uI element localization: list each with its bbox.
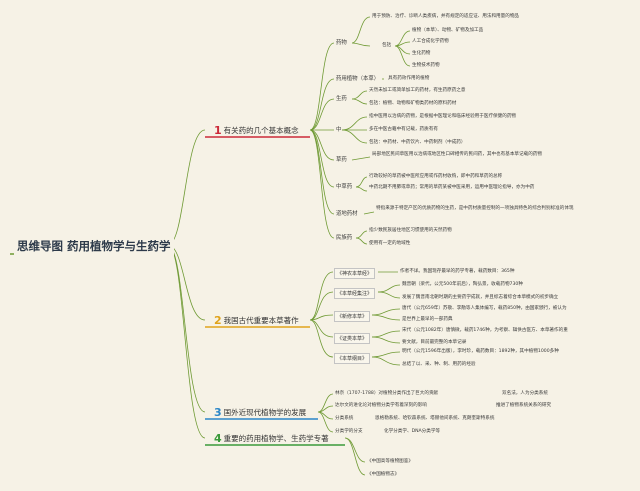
node-caoyao-desc: 局部地区民间草医用以治病或地区性口碑相传的民间药，其中也有基本草记载的药物 [372,152,542,157]
node-yaowu: 药物 [336,40,347,46]
mind-map-title: 思维导图 药用植物学与生药学 [14,236,174,256]
node-shennong: 《神农本草经》 [334,268,376,279]
node-gangmu-line: 总结了以、采、种、制、用药的经验 [402,362,476,367]
node-jizhu-line: 魏晋朝（梁代，公元500年前后），陶弘景，收载药物730种 [402,282,523,287]
node-daodi: 道地药材 [336,211,358,217]
node-zhenglei-line: 宋代（公元1082年）唐慎微，载药1746种，为考察、辑佚古医方、本草著作的重 [402,328,568,333]
node-fenlei-fenzhi: 分类学的分支 [335,429,363,434]
node-yaowu-item: 生物技术药物 [412,63,440,68]
node-jizhu: 《本草经集注》 [334,288,376,299]
node-yaowu-use: 用于预防、治疗、诊断人类疾病，并有规定的适应证、用法和用量的物品 [372,14,520,19]
node-zhong-item: 指中医用以治病的药物，是根据中医理论和临床经验用于医疗保健的药物 [369,114,517,119]
node-zhongcaoyao-item: 中药北期不用肺或草药；常用的草药某被中医采用，运用中医理论指导，亦为中药 [369,185,535,190]
node-minzu-item: 使用有一定的地域性 [369,241,411,246]
node-gangmu: 《本草纲目》 [334,353,371,364]
node-jizhu-line: 发展了魏晋南北朝时期的主要药学成就，并且标志着综合本草模式的初步确立 [402,295,559,300]
node-zhongcaoyao: 中草药 [336,184,353,190]
node-zhong-item: 多在中医古籍中有记载，药质有有 [369,127,438,132]
node-caoyao: 草药 [336,157,347,163]
node-shengyao-item: 包括：植物、动物和矿物类药材的原料药材 [369,101,457,106]
branch-3-label: 国外近现代植物学的发展 [223,408,307,417]
node-daodi-desc: 特指来源于特定产区的优质药物的生药，是中药材质量控制的一项独具特色的综合判别标准… [376,206,574,211]
branch-1-number: 1 [214,124,222,137]
node-shengyao: 生药 [336,96,347,102]
node-linnaeus: 林奈（1707-1788）对植物分类作出了巨大的贡献 [335,391,439,396]
branch-4-label: 重要的药用植物学、生药学专著 [223,434,329,443]
node-zhenglei: 《证类本草》 [334,333,371,344]
node-linnaeus-extra: 双名法，人为分类系统 [502,391,548,396]
node-fenlei-xitong-extra: 恩格勒系统、哈钦森系统、塔赫他间系统、克朗奎斯特系统 [375,416,495,421]
node-yaowu-item: 植物（本草）、动物、矿物及加工品 [412,28,484,33]
node-book-zhiwuzhi: 《中国植物志》 [367,472,400,477]
node-yaoyong-zhiwu-desc: 具有药效作用的植物 [388,76,430,81]
node-yaoyong-zhiwu: 药用植物（本草） [336,76,380,82]
node-yaowu-item: 人工合成化学药物 [412,39,449,44]
branch-1-label: 有关药的几个基本概念 [223,126,299,135]
node-darwin-extra: 推进了植物系统关系的研究 [496,403,552,408]
node-shengyao-item: 天然未加工或简单加工的药材，有生药原药之意 [369,88,466,93]
node-zhenglei-line: 要文献，目前最完整的本草记录 [402,340,467,345]
node-gangmu-line: 明代（公元1596年出版），李时珍，载药数目：1892种，其中植物1000多种 [402,349,559,354]
node-zhongcaoyao-item: 行政较好的草药被中医所应用或作药材收购，即中药和草药的总称 [369,174,503,179]
branch-4-number: 4 [214,432,222,445]
node-zhong-item: 包括：中药材、中药饮片、中药制剂（中成药） [369,140,466,145]
node-darwin: 达尔文的进化论对植物分类学有着深刻的影响 [335,403,427,408]
node-fenlei-xitong: 分类系统 [335,416,354,421]
node-minzu-item: 指少数民族居住地区习惯使用的天然药物 [369,228,452,233]
node-xinxiu-line: 唐代（公元659年）苏敬、李勣等人集体编写，载药850种，由国家颁行，被认为 [402,306,567,311]
branch-2-label: 我国古代重要本草著作 [223,316,299,325]
node-fenlei-fenzhi-extra: 化学分类学、DNA分类学等 [384,429,441,434]
node-zhong: 中 [336,127,342,133]
node-yaowu-include: 包括 [382,43,392,48]
branch-3-number: 3 [214,406,222,419]
node-book-tujian: 《中国高等植物图鉴》 [367,459,413,464]
node-minzu: 民族药 [336,235,353,241]
branch-2-number: 2 [214,314,222,327]
node-shennong-line: 作者不详。我国现存最早的药学专著，载药数目：365种 [400,269,515,274]
node-xinxiu-line: 是世界上最早的一部药典 [402,317,453,322]
node-xinxiu: 《新修本草》 [334,311,371,322]
node-yaowu-item: 生化药物 [412,51,431,56]
